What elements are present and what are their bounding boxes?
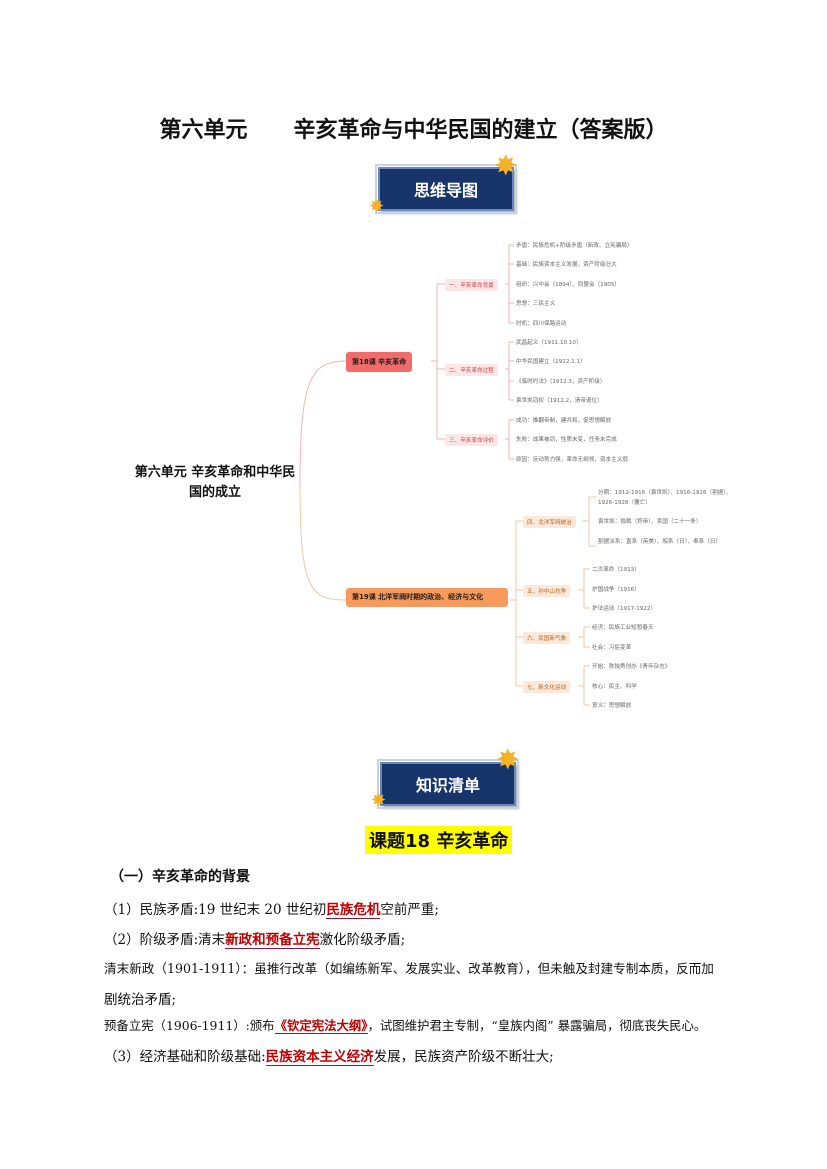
mindmap-leaf: 割据派系：直系（英美）、皖系（日）、奉系（日） (598, 539, 722, 545)
paragraph: 预备立宪（1906-1911）:颁布《钦定宪法大纲》，试图维护君主专制，“皇族内… (104, 1016, 706, 1034)
paragraph: 剧统治矛盾; (104, 992, 177, 1008)
mindmap-leaf: 分期：1912-1916（袁世凯）、1916-1926（割据）、1926-192… (598, 490, 732, 506)
mindmap-leaf: 时机：四川保路运动 (516, 321, 567, 327)
section-heading: （一）辛亥革命的背景 (110, 869, 250, 885)
lesson-title: 课题18 辛亥革命 (365, 826, 513, 854)
mindmap-leaf: 开始：陈独秀创办《青年杂志》 (592, 664, 671, 670)
mindmap-banner: 思维导图 (375, 164, 517, 214)
mindmap-root: 第六单元 辛亥革命和中华民国的成立 (134, 465, 296, 500)
mindmap-leaf: 核心：民主、科学 (592, 684, 637, 690)
mindmap-sub: 一、辛亥革命背景 (445, 279, 498, 291)
text: 空前严重; (380, 902, 439, 918)
paragraph: （1）民族矛盾:19 世纪末 20 世纪初民族危机空前严重; (104, 898, 439, 919)
mindmap-sub: 三、辛亥革命评价 (445, 434, 498, 446)
mindmap-connectors (299, 244, 596, 706)
mindmap-leaf: 基础：民族资本主义发展，资产阶级壮大 (516, 262, 617, 268)
star-icon: ✸ (371, 790, 387, 811)
mindmap-branch-lesson18: 第18课 辛亥革命 (346, 352, 413, 372)
mindmap-leaf: 袁世凯：独裁（称帝）、卖国（二十一条） (598, 519, 702, 525)
text: （3）经济基础和阶级基础: (104, 1049, 266, 1065)
paragraph: 清末新政（1901-1911）：虽推行改革（如编练新军、发展实业、改革教育），但… (104, 961, 714, 976)
text: （1）民族矛盾:19 世纪末 20 世纪初 (104, 902, 327, 918)
mindmap-leaf: 经济：民族工业短暂春天 (592, 625, 654, 631)
mindmap-leaf: 失败：成果被窃，性质未变，任务未完成 (516, 437, 617, 443)
text: （2）阶级矛盾:清末 (104, 932, 226, 948)
star-icon: ✸ (369, 196, 385, 217)
text: 预备立宪（1906-1911）:颁布 (104, 1018, 275, 1033)
mindmap-leaf: 组织：兴中会（1894）、同盟会（1905） (516, 282, 620, 288)
star-icon: ✸ (496, 743, 520, 776)
mindmap-sub: 四、北洋军阀统治 (523, 516, 576, 528)
text: 激化阶级矛盾; (319, 932, 406, 948)
highlight: 新政和预备立宪 (225, 932, 320, 949)
paragraph: （2）阶级矛盾:清末新政和预备立宪激化阶级矛盾; (104, 928, 406, 949)
paragraph: （3）经济基础和阶级基础:民族资本主义经济发展，民族资产阶级不断壮大; (104, 1045, 554, 1066)
mindmap-leaf: 护法运动（1917-1922） (592, 606, 657, 612)
mindmap-leaf: 武昌起义（1911.10.10） (516, 340, 582, 346)
mindmap-sub: 二、辛亥革命过程 (445, 364, 498, 376)
mindmap-sub: 六、民国新气象 (523, 632, 571, 644)
mindmap-leaf: 中华民国建立（1912.1.1） (516, 359, 586, 365)
mindmap-leaf: 原因：反动势力强，革命无纲领，资本主义弱 (516, 457, 628, 463)
mindmap-leaf: 袁世凯窃权（1912.2，清帝退位） (516, 398, 603, 404)
mindmap-leaf: 思想：三民主义 (516, 301, 556, 307)
mindmap-leaf: 二次革命（1913） (592, 567, 640, 573)
highlight: 民族危机 (326, 902, 381, 919)
knowledge-banner: 知识清单 (377, 759, 519, 809)
highlight: 民族资本主义经济 (265, 1049, 374, 1066)
mindmap-leaf: 矛盾：民族危机+阶级矛盾（新政、立宪骗局） (516, 243, 633, 249)
mindmap-leaf: 护国战争（1916） (592, 587, 640, 593)
mindmap-leaf: 成功：推翻帝制，建共和，促思想解放 (516, 418, 612, 424)
mindmap-sub: 五、孙中山抗争 (523, 585, 571, 597)
mindmap-branch-lesson19: 第19课 北洋军阀时期的政治、经济与文化 (346, 588, 508, 607)
text: ，试图维护君主专制，“皇族内阁” 暴露骗局，彻底丧失民心。 (367, 1018, 707, 1033)
star-icon: ✸ (494, 149, 518, 182)
highlight: 《钦定宪法大纲》 (274, 1018, 368, 1034)
text: 发展，民族资产阶级不断壮大; (373, 1049, 554, 1065)
mindmap-leaf: 《临时约法》（1912.3，资产阶级） (516, 379, 606, 385)
page-title: 第六单元 辛亥革命与中华民国的建立（答案版） (159, 118, 668, 143)
mindmap-sub: 七、新文化运动 (523, 681, 571, 693)
mindmap-leaf: 意义：思想解放 (592, 703, 632, 709)
mindmap-leaf: 社会：习俗变革 (592, 645, 632, 651)
